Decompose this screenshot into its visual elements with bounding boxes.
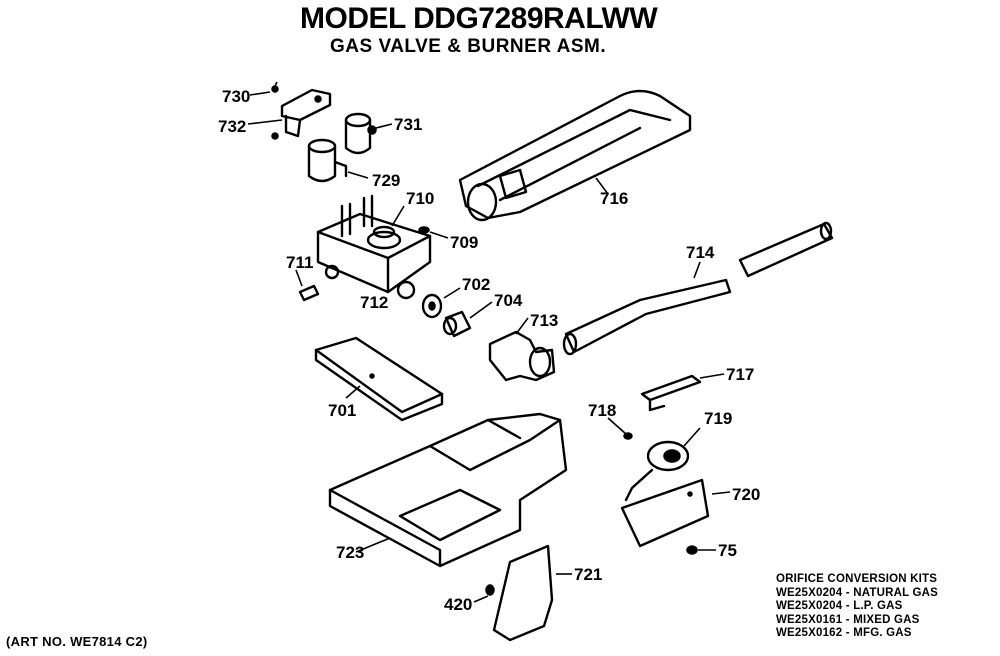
- part-crossover-tube: [738, 221, 834, 278]
- label-717: 717: [726, 365, 754, 384]
- part-420-screw: [473, 584, 495, 603]
- part-732-bracket: [247, 88, 332, 140]
- label-701: 701: [328, 401, 356, 420]
- label-716: 716: [600, 189, 628, 208]
- part-75-screw: [686, 545, 716, 555]
- label-702: 702: [462, 275, 490, 294]
- part-730-screw: [249, 81, 279, 96]
- label-718: 718: [588, 401, 616, 420]
- part-717-bracket: [640, 373, 725, 412]
- orifice-conversion-kits: ORIFICE CONVERSION KITS WE25X0204 - NATU…: [776, 573, 938, 641]
- label-704: 704: [494, 291, 523, 310]
- page-subtitle: GAS VALVE & BURNER ASM.: [330, 36, 607, 57]
- kits-heading: ORIFICE CONVERSION KITS: [776, 573, 938, 585]
- part-729-coil: [307, 138, 369, 183]
- label-721: 721: [574, 565, 602, 584]
- label-730: 730: [222, 87, 250, 106]
- part-721-shield: [492, 544, 572, 642]
- label-75: 75: [718, 541, 737, 560]
- label-720: 720: [732, 485, 760, 504]
- part-714-tube: [562, 261, 732, 356]
- label-420: 420: [444, 595, 472, 614]
- part-731-coil: [344, 112, 393, 155]
- part-720-plate: [620, 478, 731, 548]
- kit-row: WE25X0204 - NATURAL GAS: [776, 586, 939, 599]
- art-number: (ART NO. WE7814 C2): [6, 634, 148, 649]
- part-723-base: [328, 412, 568, 568]
- part-711-fitting: [295, 269, 320, 302]
- kit-row: WE25X0204 - L.P. GAS: [776, 600, 903, 612]
- page-title: MODEL DDG7289RALWW: [300, 2, 658, 35]
- label-713: 713: [530, 311, 558, 330]
- part-712-gas-valve: [316, 194, 432, 300]
- label-731: 731: [394, 115, 422, 134]
- label-719: 719: [704, 409, 732, 428]
- label-709: 709: [450, 233, 478, 252]
- label-732: 732: [218, 117, 246, 136]
- label-710: 710: [406, 189, 434, 208]
- kit-row: WE25X0161 - MIXED GAS: [776, 613, 920, 626]
- part-716-burner: [458, 89, 692, 222]
- part-718-screw: [607, 417, 633, 440]
- part-709-screw: [418, 226, 449, 239]
- label-714: 714: [686, 243, 715, 262]
- part-719-sensor: [624, 427, 701, 502]
- part-704-orifice: [442, 301, 493, 338]
- part-701-plate: [314, 336, 444, 422]
- label-711: 711: [286, 253, 313, 272]
- part-702-nut: [421, 287, 461, 319]
- label-712: 712: [360, 293, 388, 312]
- part-713-bracket: [488, 317, 556, 382]
- kit-row: WE25X0162 - MFG. GAS: [776, 627, 912, 639]
- label-723: 723: [336, 543, 364, 562]
- label-729: 729: [372, 171, 400, 190]
